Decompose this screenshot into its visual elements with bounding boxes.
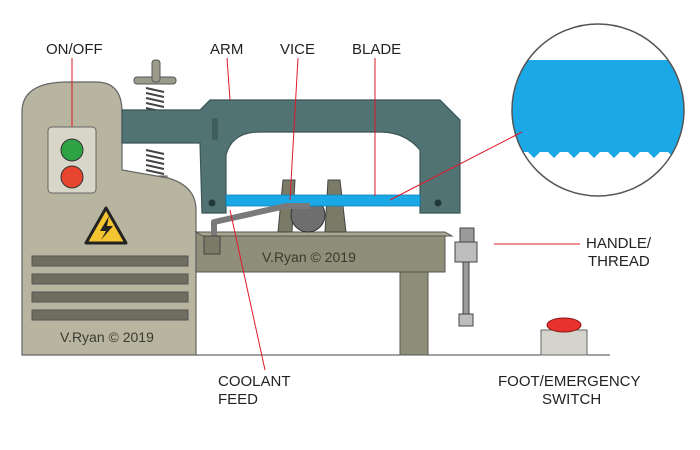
handle-thread <box>454 227 478 327</box>
label-handle: HANDLE/ <box>586 235 652 252</box>
work-table <box>194 231 454 356</box>
label-arm: ARM <box>210 41 243 58</box>
label-vice: VICE <box>280 41 315 58</box>
blade-magnifier <box>511 23 685 197</box>
saw-blade <box>225 194 421 207</box>
label-feed: FEED <box>218 391 258 408</box>
foot-emergency-switch[interactable] <box>540 317 588 356</box>
label-foot-emergency: FOOT/EMERGENCY <box>498 373 641 390</box>
label-blade: BLADE <box>352 41 401 58</box>
table-leg <box>399 271 429 356</box>
label-thread: THREAD <box>588 253 650 270</box>
coolant-feed-pipe <box>203 203 310 255</box>
leader-lines <box>71 57 580 371</box>
watermark-body: V.Ryan © 2019 <box>60 329 154 345</box>
high-voltage-warning-icon <box>84 206 128 245</box>
label-switch: SWITCH <box>542 391 601 408</box>
watermark-table: V.Ryan © 2019 <box>262 249 356 265</box>
label-coolant: COOLANT <box>218 373 291 390</box>
green-start-button[interactable] <box>60 138 84 162</box>
emergency-stop-button[interactable] <box>546 317 582 333</box>
on-off-control-panel <box>47 126 97 194</box>
label-on-off: ON/OFF <box>46 41 103 58</box>
red-stop-button[interactable] <box>60 165 84 189</box>
